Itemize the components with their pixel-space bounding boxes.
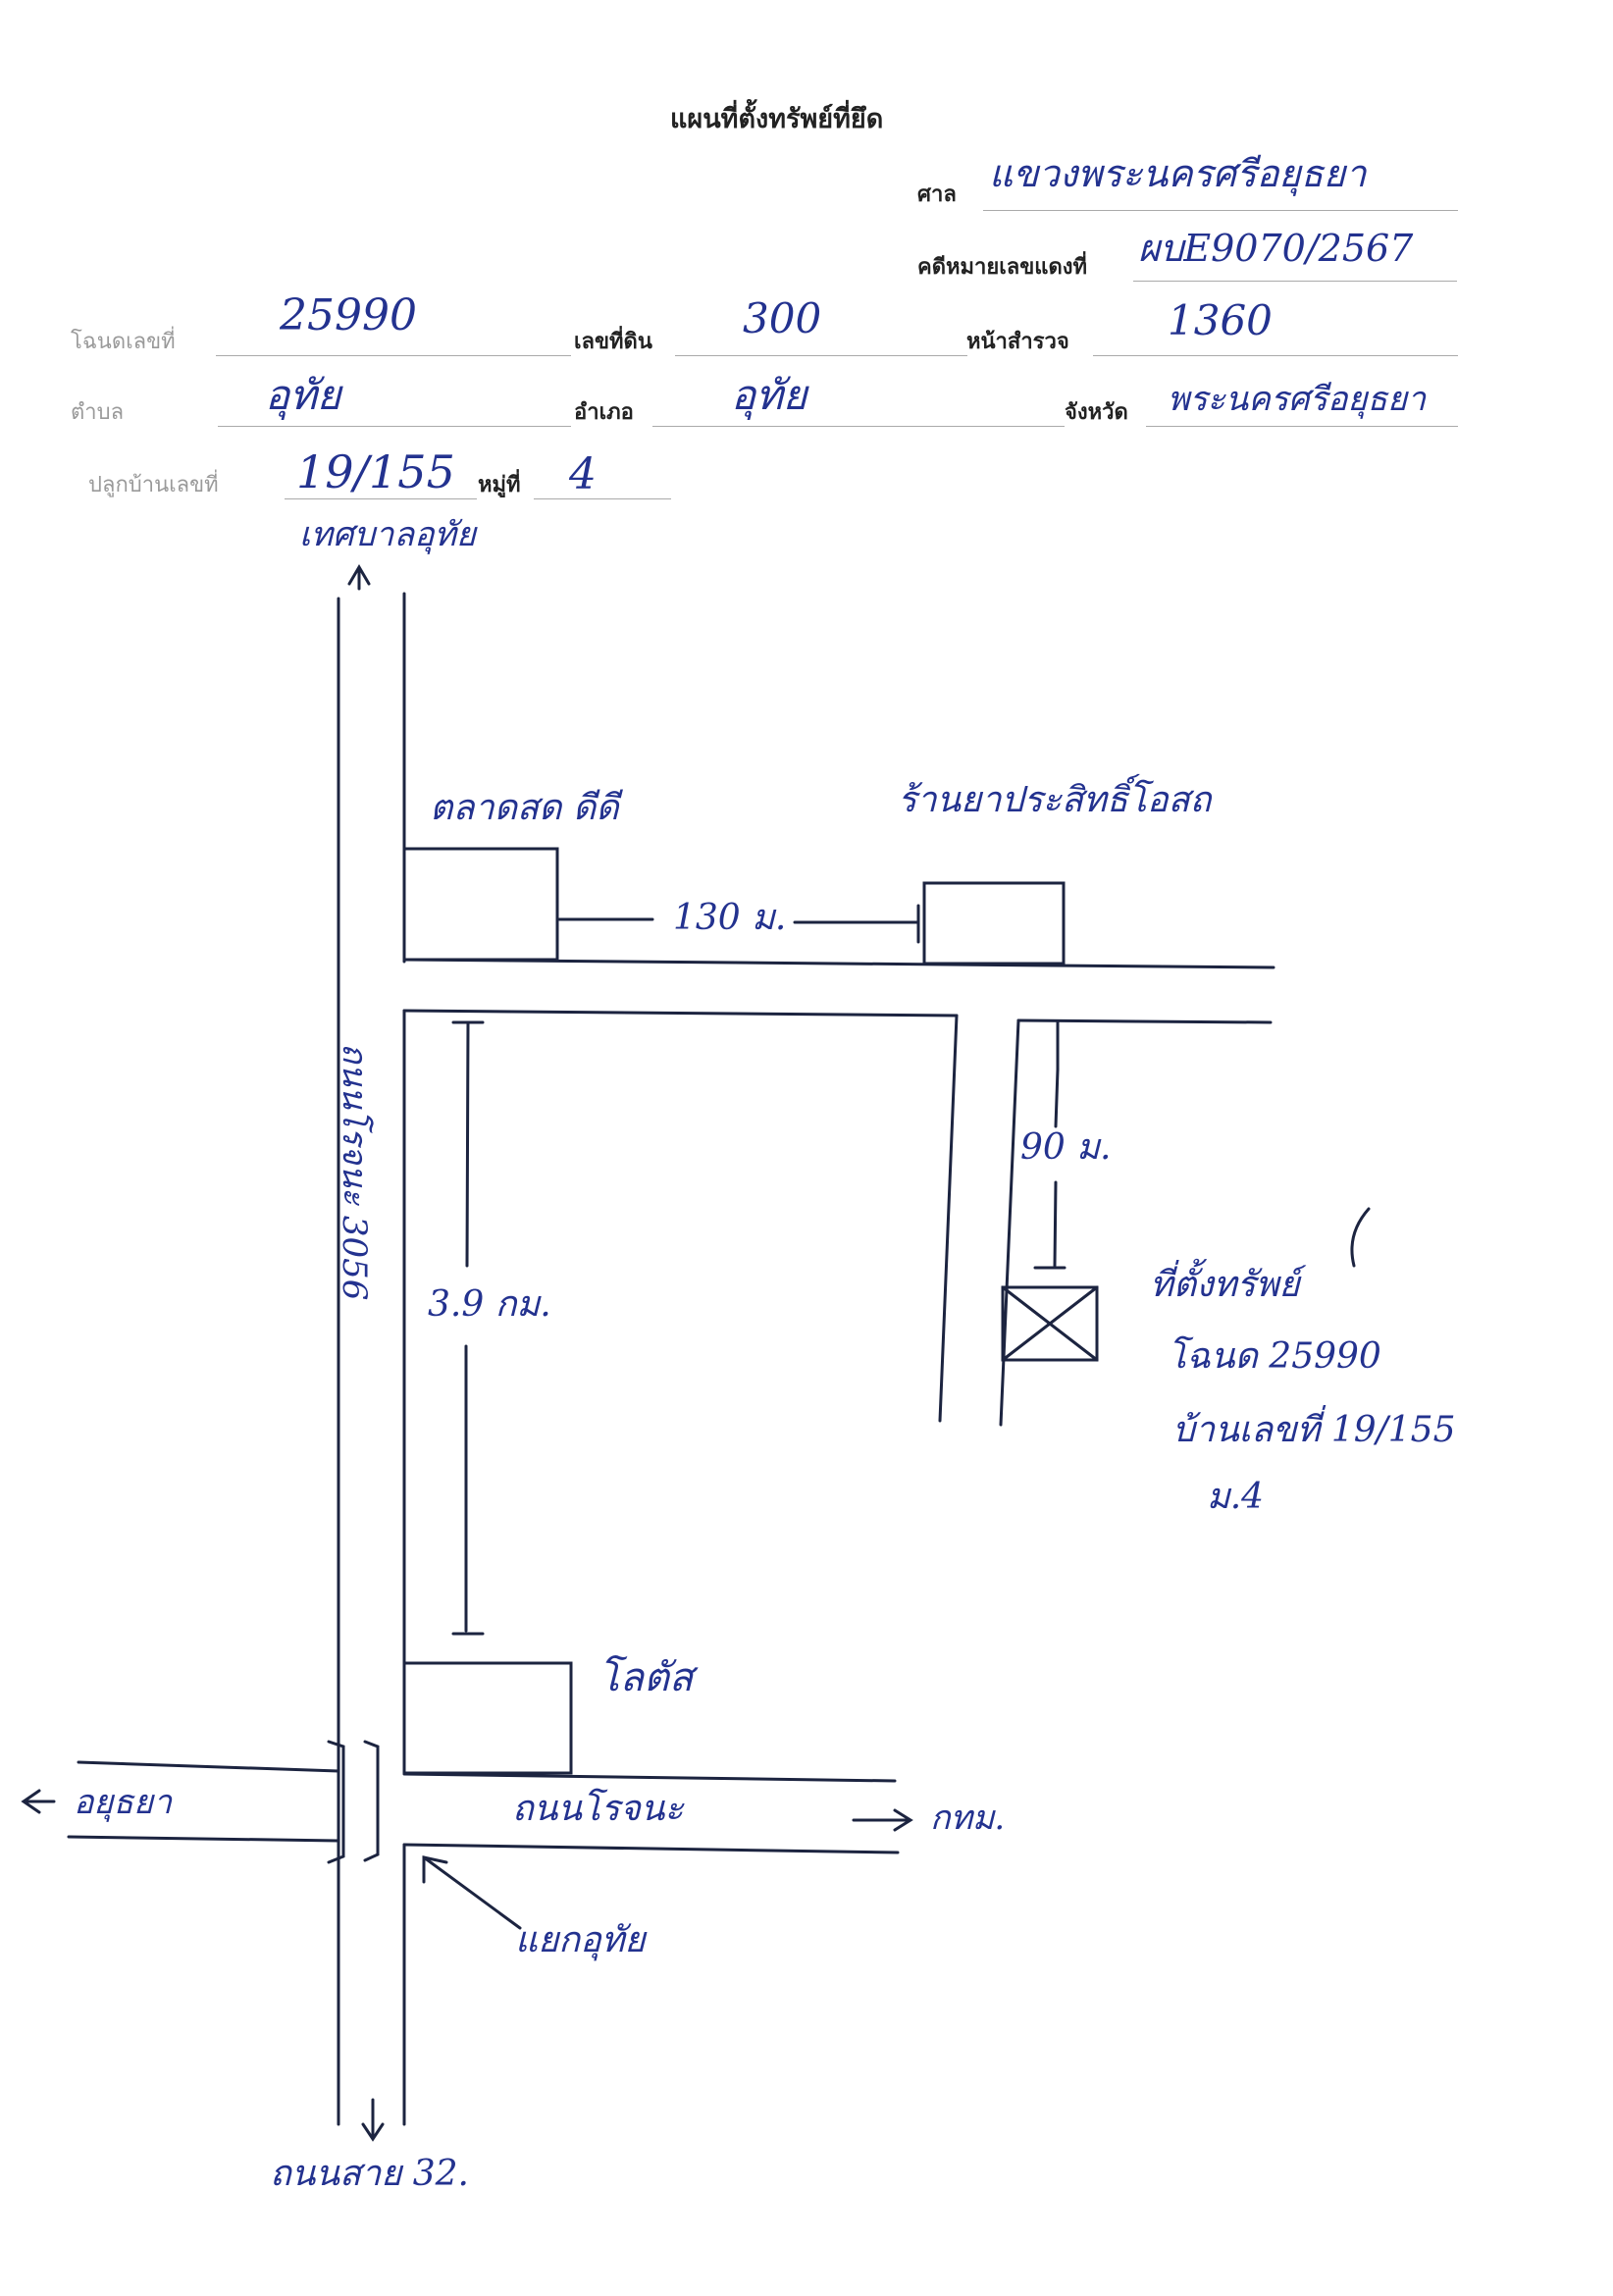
dist-39-line-upper [465, 1020, 470, 1268]
pharmacy-building [922, 881, 1066, 965]
side-road-right-edge [999, 1018, 1020, 1427]
document-title: แผนที่ตั้งทรัพย์ที่ยึด [670, 104, 884, 134]
side-road-left-edge [938, 1014, 959, 1423]
subdistrict-underline [218, 426, 571, 427]
moo-value: 4 [569, 449, 597, 499]
house-no-value: 19/155 [296, 445, 455, 498]
case-underline [1133, 281, 1457, 282]
land-no-underline [675, 355, 967, 356]
property-house-label: บ้านเลขที่ 19/155 [1172, 1410, 1456, 1450]
moo-label: หมู่ที่ [478, 473, 521, 497]
property-marker-cross-b [1001, 1285, 1099, 1362]
province-underline [1146, 426, 1458, 427]
distance-39-label: 3.9 กม. [428, 1284, 551, 1325]
deed-underline [216, 355, 571, 356]
junction-bracket-left [327, 1740, 345, 1864]
property-marker-icon [1001, 1285, 1099, 1362]
side-road-branch [1016, 1018, 1273, 1024]
west-road-lower-edge [67, 1835, 340, 1843]
moo-underline [534, 498, 671, 499]
side-road-top-edge [402, 1009, 959, 1018]
house-no-label: ปลูกบ้านเลขที่ [88, 473, 219, 497]
west-arrow-icon [21, 1789, 41, 1814]
south-destination-label: ถนนสาย 32. [270, 2154, 469, 2194]
north-arrow-icon [347, 564, 371, 586]
dist-90-line-lower [1053, 1180, 1058, 1268]
rojana-road-lower-edge [402, 1843, 900, 1854]
property-deed-label: โฉนด 25990 [1168, 1336, 1381, 1377]
property-moo-label: ม.4 [1207, 1477, 1265, 1517]
rojana-road-label: ถนนโรจนะ [512, 1789, 684, 1829]
district-underline [652, 426, 1065, 427]
rojana-road-upper-edge [402, 1772, 897, 1783]
province-value: พระนครศรีอยุธยา [1168, 380, 1427, 419]
land-no-value: 300 [743, 294, 822, 342]
court-label: ศาล [917, 183, 957, 207]
dist-90-line [1054, 1068, 1060, 1128]
east-arrow-icon [893, 1808, 913, 1832]
west-road-upper-edge [77, 1760, 340, 1773]
subdistrict-label: ตำบล [71, 400, 125, 425]
case-value: ผบE9070/2567 [1138, 227, 1414, 270]
deed-value: 25990 [280, 290, 417, 340]
lotus-building [402, 1661, 573, 1775]
pharmacy-label: ร้านยาประสิทธิ์โอสถ [898, 780, 1212, 820]
case-label: คดีหมายเลขแดงที่ [917, 255, 1088, 280]
market-label: ตลาดสด ดีดี [430, 788, 619, 828]
province-label: จังหวัด [1065, 400, 1128, 425]
junction-pointer-head [422, 1855, 448, 1884]
junction-bracket-right [363, 1740, 380, 1862]
district-value: อุทัย [731, 371, 807, 419]
lotus-label: โลตัส [598, 1655, 694, 1700]
market-building [402, 847, 559, 962]
distance-130-label: 130 ม. [673, 898, 787, 938]
court-value: แขวงพระนครศรีอยุธยา [989, 152, 1367, 195]
court-underline [983, 210, 1458, 211]
district-label: อำเภอ [574, 400, 634, 425]
ayutthaya-label: อยุธยา [74, 1783, 173, 1822]
subdistrict-value: อุทัย [265, 371, 341, 419]
bangkok-label: กทม. [930, 1799, 1006, 1838]
survey-label: หน้าสำรวจ [966, 330, 1069, 354]
house-no-underline [285, 498, 477, 499]
property-label-bracket [1350, 1207, 1371, 1268]
survey-underline [1093, 355, 1458, 356]
south-arrow-icon [361, 2122, 385, 2142]
highway-label: ถนนโรจนะ 3056 [335, 1043, 374, 1301]
junction-pointer [422, 1855, 522, 1930]
deed-label: โฉนดเลขที่ [71, 330, 176, 354]
north-destination-label: เทศบาลอุทัย [299, 515, 476, 554]
property-label: ที่ตั้งทรัพย์ [1150, 1265, 1300, 1305]
distance-90-label: 90 ม. [1020, 1127, 1112, 1168]
junction-label: แยกอุทัย [515, 1920, 646, 1960]
survey-value: 1360 [1168, 296, 1273, 344]
land-no-label: เลขที่ดิน [574, 330, 652, 354]
